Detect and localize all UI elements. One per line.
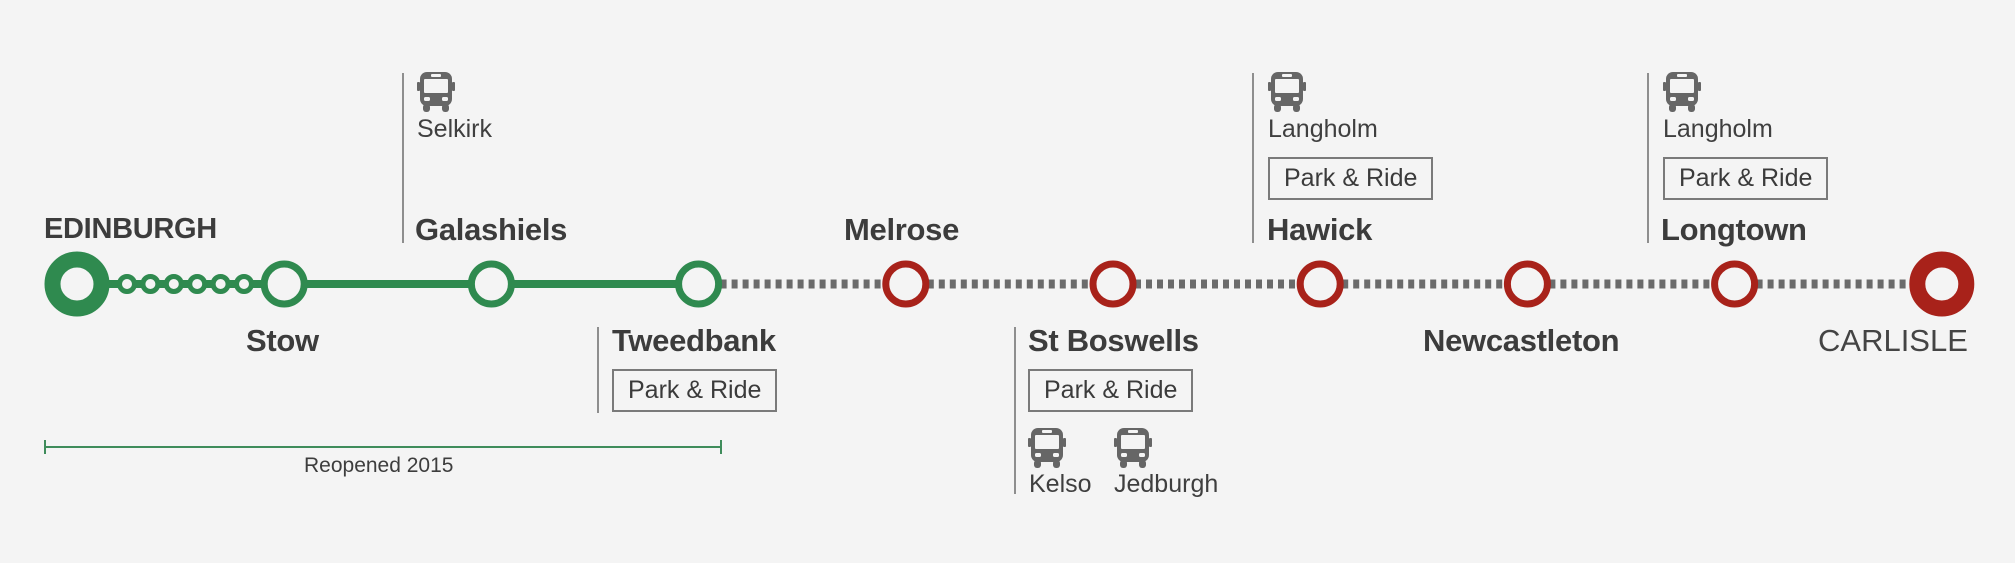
station-label-stow: Stow [246,323,319,358]
station-label-melrose: Melrose [844,212,960,247]
station-marker [467,260,515,308]
bus-destination-jedburgh: Jedburgh [1114,470,1219,498]
station-label-hawick: Hawick [1267,212,1373,247]
park-and-ride-badge-st-boswells: Park & Ride [1028,369,1194,412]
park-and-ride-badge-longtown: Park & Ride [1663,157,1829,200]
minor-stop-marker [140,274,161,294]
station-marker [260,260,308,308]
station-label-edinburgh: EDINBURGH [44,213,217,245]
station-label-carlisle: CARLISLE [1818,323,1968,358]
bus-icon [417,72,455,112]
galashiels-callout-line [402,73,404,243]
station-marker [1503,260,1551,308]
bus-icon [1268,72,1306,112]
station-label-galashiels: Galashiels [415,212,568,247]
station-marker [675,260,723,308]
station-label-tweedbank: Tweedbank [612,323,776,358]
bus-icon [1028,428,1066,468]
reopened-bracket [44,440,722,454]
station-marker [1296,260,1344,308]
station-marker [882,260,930,308]
bus-destination-kelso: Kelso [1029,470,1092,498]
station-label-newcastleton: Newcastleton [1423,323,1620,358]
park-and-ride-badge-tweedbank: Park & Ride [612,369,778,412]
reopened-label: Reopened 2015 [304,454,454,477]
bus-destination-langholm-longtown: Langholm [1663,115,1773,143]
terminus-marker [44,251,110,317]
minor-stop-marker [163,274,184,294]
hawick-callout-line [1252,73,1254,243]
tweedbank-callout-line [597,327,599,413]
minor-stop-marker [117,274,137,294]
station-marker [1089,260,1137,308]
station-label-longtown: Longtown [1661,212,1807,247]
bus-icon [1663,72,1701,112]
minor-stop-marker [187,274,208,294]
terminus-marker [1909,251,1975,317]
minor-stop-marker [210,274,231,294]
station-label-st-boswells: St Boswells [1028,323,1199,358]
bus-icon [1114,428,1152,468]
bus-destination-selkirk: Selkirk [417,115,493,143]
station-marker [1711,260,1759,308]
park-and-ride-badge-hawick: Park & Ride [1268,157,1434,200]
longtown-callout-line [1647,73,1649,243]
minor-stop-marker [234,274,254,294]
bus-destination-langholm: Langholm [1268,115,1378,143]
st-boswells-callout-line [1014,327,1016,494]
